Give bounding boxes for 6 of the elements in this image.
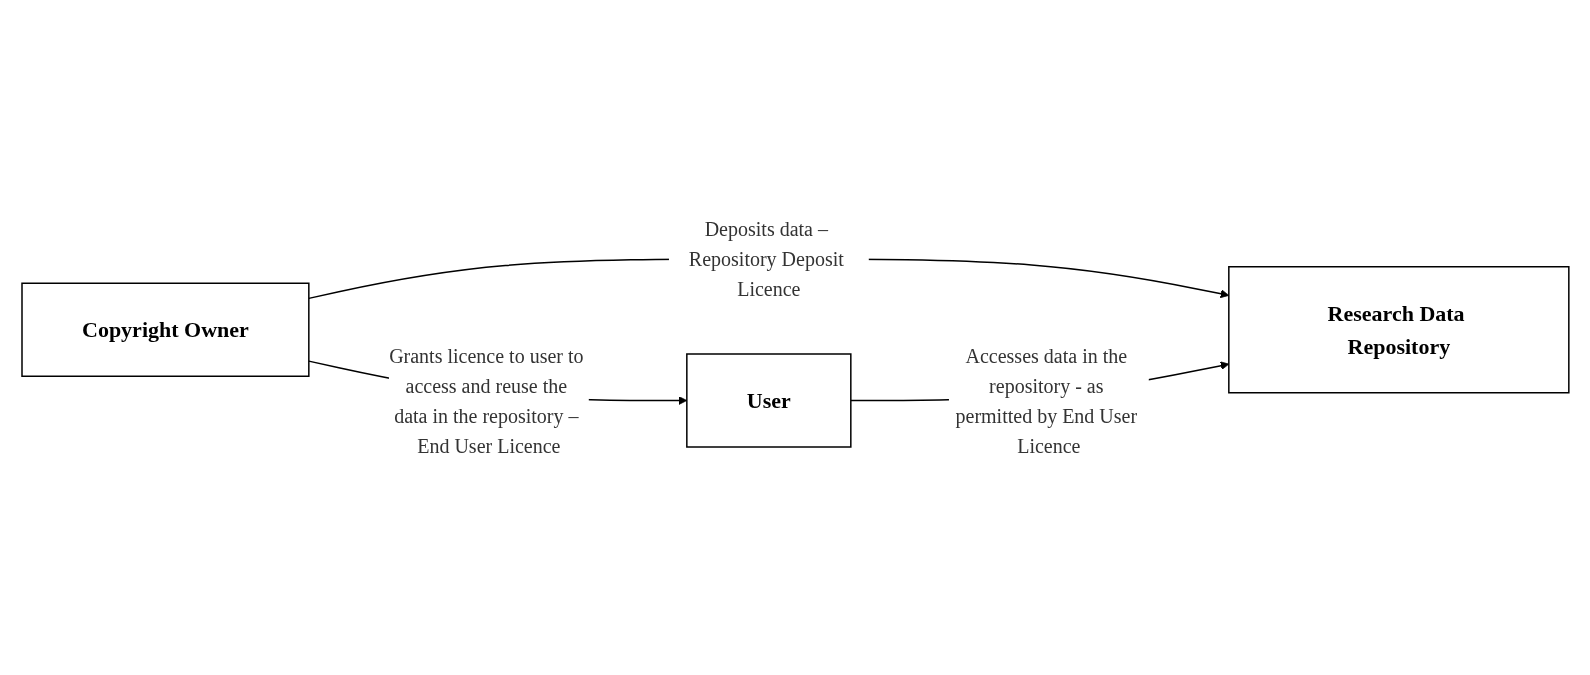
node-box: Copyright Owner: [20, 282, 310, 378]
node-box: User: [685, 353, 852, 448]
edge-label: Deposits data – Repository Deposit Licence: [688, 218, 844, 301]
node-box: Research Data Repository: [1227, 266, 1570, 394]
edge-label: Accesses data in the repository - as permitted by End User Licence: [955, 344, 1137, 457]
edge-label: Grants licence to user to access and reuse the data in the repository – End User Licence: [388, 344, 584, 457]
